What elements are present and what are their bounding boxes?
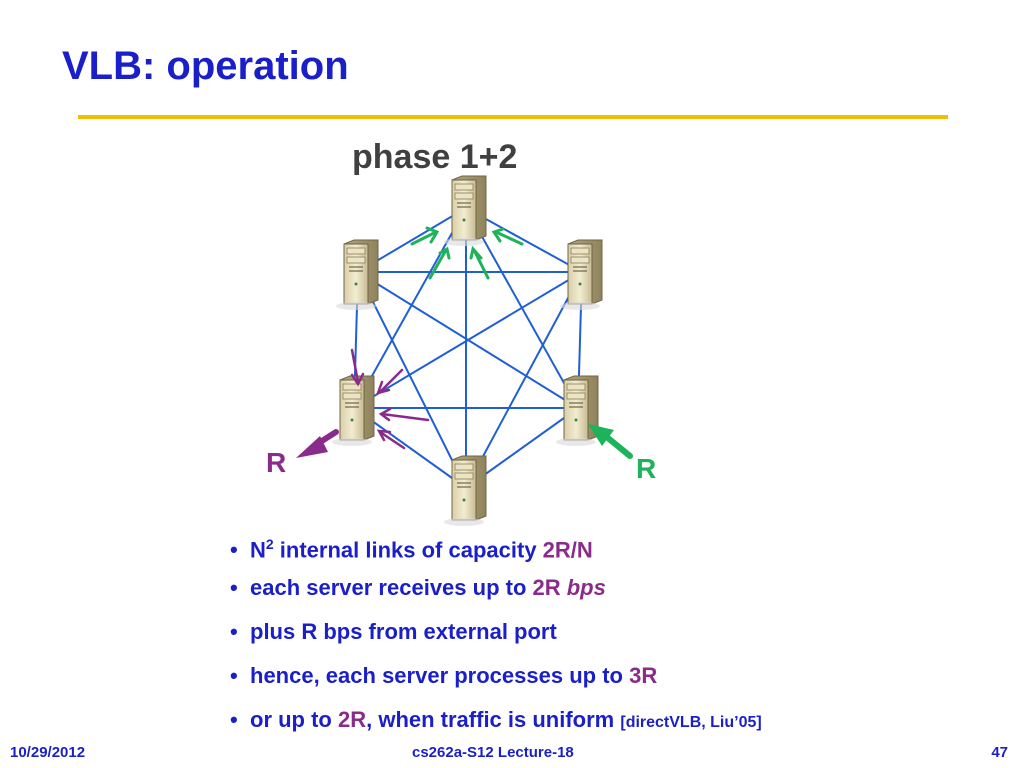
bullet-item: •plus R bps from external port — [230, 619, 557, 644]
bullet-item: •N2 internal links of capacity 2R/N — [230, 536, 593, 563]
internal-links — [353, 207, 583, 489]
rate-label-right: R — [636, 453, 656, 484]
external-input-arrow — [588, 424, 633, 459]
phase-label: phase 1+2 — [352, 138, 518, 176]
rate-label-left: R — [266, 447, 286, 478]
title-underline — [78, 115, 948, 119]
server-icon-lower-right — [555, 375, 599, 447]
bullet-list: •N2 internal links of capacity 2R/N •eac… — [230, 526, 762, 746]
purple-arrows-left — [350, 348, 430, 450]
footer-date: 10/29/2012 — [10, 744, 86, 761]
footer-page-number: 47 — [991, 744, 1008, 761]
slide-title: VLB: operation — [62, 44, 349, 88]
server-icon-lower-left — [331, 375, 375, 447]
bullet-item: •or up to 2R, when traffic is uniform [d… — [230, 707, 762, 732]
bullet-item: •hence, each server processes up to 3R — [230, 663, 658, 688]
server-icon-bottom — [443, 455, 487, 527]
bullet-item: •each server receives up to 2R bps — [230, 575, 606, 600]
citation: [directVLB, Liu’05] — [620, 714, 762, 731]
external-output-arrow — [296, 429, 339, 458]
green-arrows-top — [410, 226, 524, 280]
footer-course: cs262a-S12 Lecture-18 — [412, 744, 574, 761]
server-icon-upper-left — [335, 239, 379, 311]
